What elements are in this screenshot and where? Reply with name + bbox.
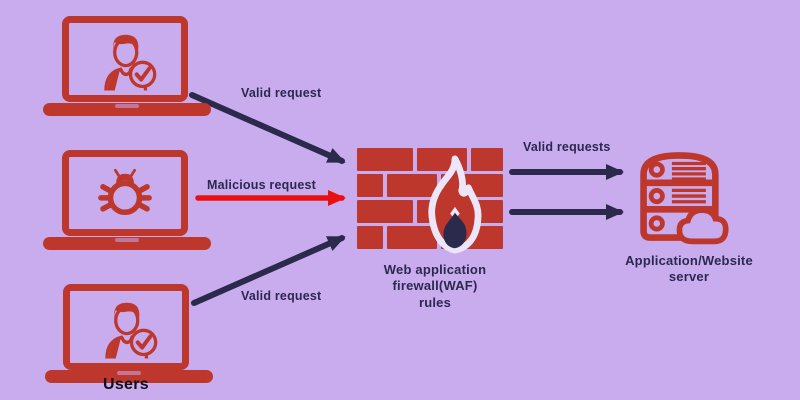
edge-label-valid-bottom: Valid request (241, 289, 322, 303)
brick (357, 174, 383, 197)
server-label-line1: Application/Website (625, 253, 753, 268)
laptop-notch (115, 104, 139, 108)
laptop-notch (117, 371, 141, 375)
user-check-icon (104, 34, 157, 91)
firewall-label-line2: firewall(WAF) (392, 278, 478, 294)
laptop-notch (115, 238, 139, 242)
server-label-line2: server (668, 269, 710, 285)
edge-label-valid-top: Valid request (241, 86, 322, 100)
server-label: Application/Website server (592, 253, 786, 286)
user-check-icon (105, 302, 158, 359)
brick (357, 200, 413, 223)
flame-icon (428, 155, 482, 254)
brick (357, 148, 413, 171)
laptop-base (43, 237, 211, 250)
server-cloud-icon (640, 152, 729, 245)
edge-label-valid-out: Valid requests (523, 140, 611, 154)
firewall-label-line3: rules (418, 294, 452, 310)
laptop-base (45, 370, 213, 383)
laptop-screen (62, 150, 188, 236)
brick (387, 174, 437, 197)
brick (357, 226, 383, 249)
firewall-label-line1: Web application (383, 262, 487, 277)
users-caption: Users (103, 376, 149, 393)
laptop-screen (62, 16, 188, 102)
brick (387, 226, 437, 249)
bug-icon (98, 168, 152, 216)
edge-valid-top-arrow (189, 92, 346, 164)
firewall-label: Web application firewall(WAF) rules (357, 262, 513, 311)
laptop-base (43, 103, 211, 116)
edge-label-malicious: Malicious request (207, 178, 316, 192)
laptop-screen (63, 284, 189, 370)
brick (471, 148, 503, 171)
